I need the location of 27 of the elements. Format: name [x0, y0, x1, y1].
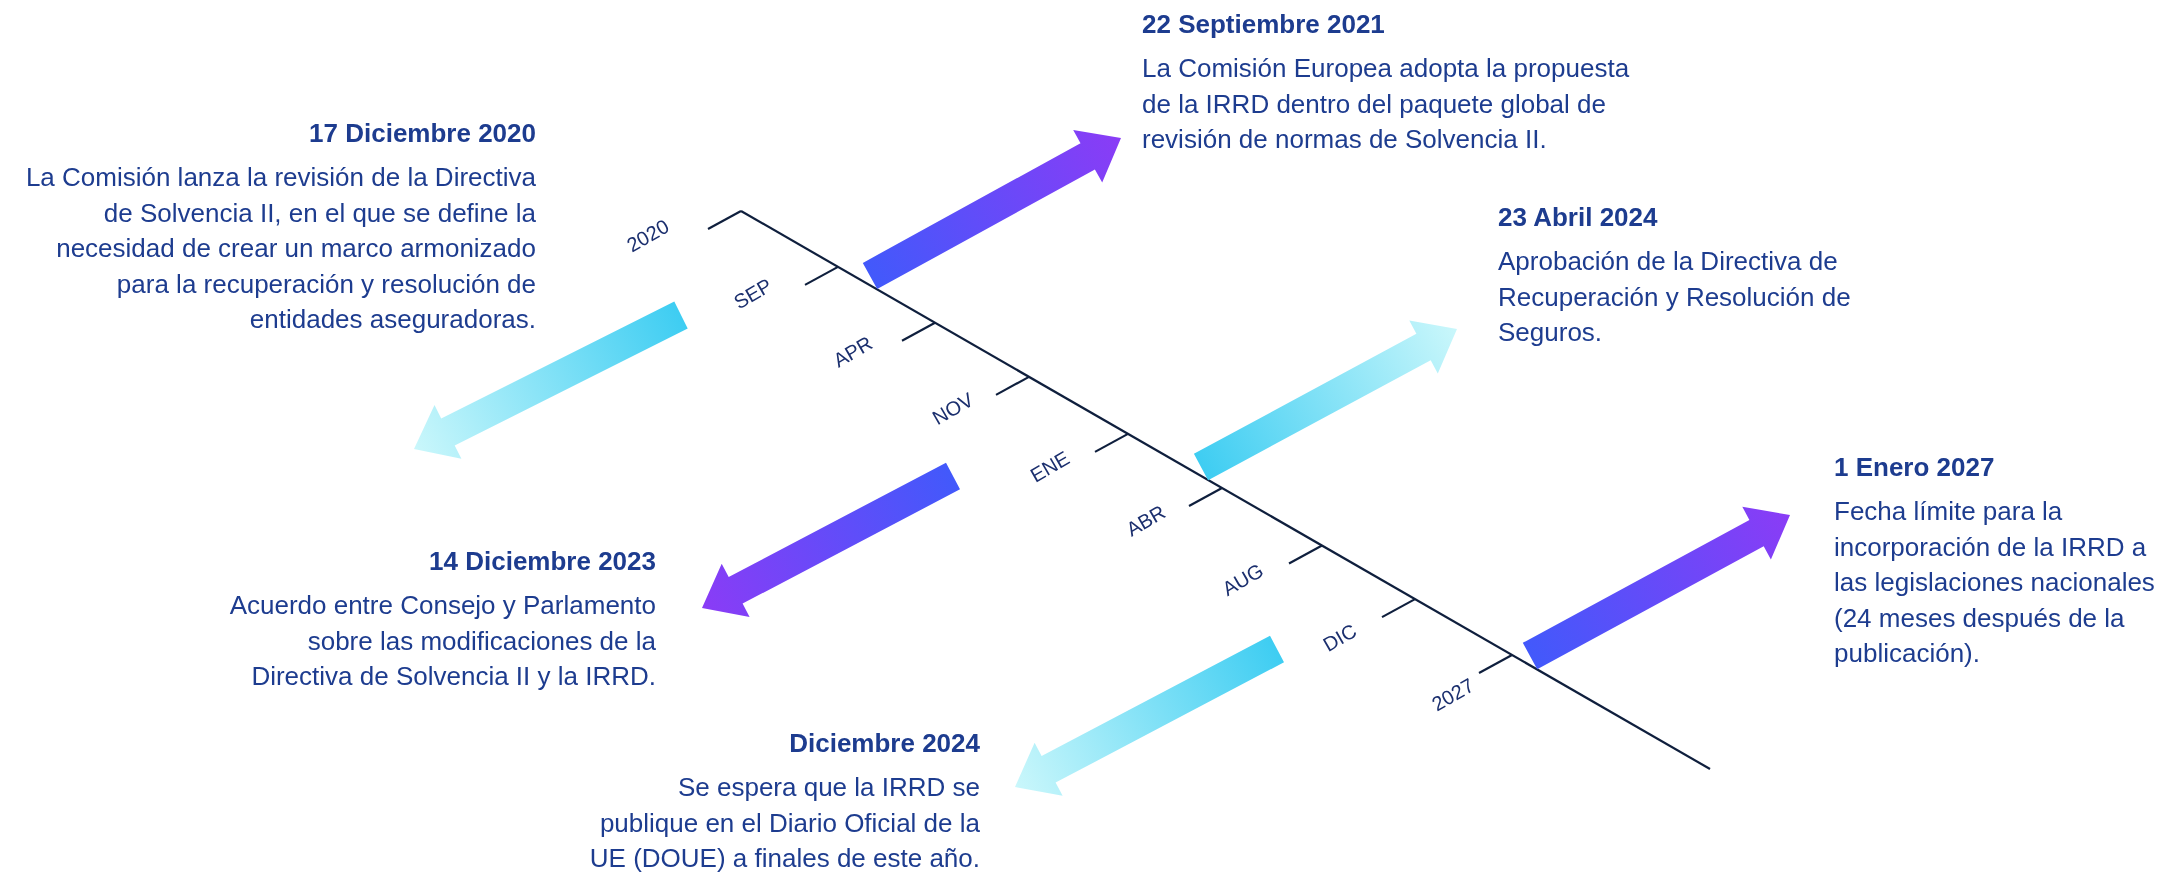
event-date: 14 Diciembre 2023 — [428, 545, 656, 578]
arrow — [414, 301, 688, 459]
event-description: Fecha límite para la incorporación de la IRRD a las legislaciones nacionales (24 meses después de la publicación). — [1834, 495, 2156, 670]
event-date: 23 Abril 2024 — [1498, 201, 1659, 234]
arrow — [1193, 320, 1457, 481]
event-date: 17 Diciembre 2020 — [308, 117, 536, 150]
event-description: La Comisión lanza la revisión de la Directiva de Solvencia II, en el que se define la necesidad de crear un marco armonizado para la recuperación y resolución de entidades aseguradoras. — [24, 161, 536, 336]
tick-label: ENE — [1026, 446, 1074, 488]
event-description: La Comisión Europea adopta la propuesta de la IRRD dentro del paquete global de revisión de normas de Solvencia II. — [1142, 52, 1631, 156]
tick-label: APR — [829, 331, 877, 373]
tick-label: 2020 — [623, 214, 673, 258]
tick-label: SEP — [729, 274, 777, 314]
event-description: Acuerdo entre Consejo y Parlamento sobre las modificaciones de la Directiva de Solvencia II y la IRRD. — [228, 589, 656, 693]
event-description: Se espera que la IRRD se publique en el Diario Oficial de la UE (DOUE) a finales de este año. — [588, 771, 980, 875]
arrow — [1015, 635, 1284, 796]
tick-label: AUG — [1218, 559, 1268, 601]
event-date: 1 Enero 2027 — [1834, 451, 1996, 484]
tick-label: NOV — [928, 388, 978, 430]
arrow — [1522, 506, 1790, 670]
tick-label: ABR — [1122, 500, 1170, 542]
arrow — [702, 462, 960, 617]
event-date: 22 Septiembre 2021 — [1142, 8, 1386, 41]
tick-label: 2027 — [1428, 673, 1478, 717]
arrow — [862, 130, 1121, 290]
event-description: Aprobación de la Directiva de Recuperación y Resolución de Seguros. — [1498, 245, 1852, 349]
event-date: Diciembre 2024 — [788, 727, 980, 760]
tick-label: DIC — [1319, 619, 1361, 657]
